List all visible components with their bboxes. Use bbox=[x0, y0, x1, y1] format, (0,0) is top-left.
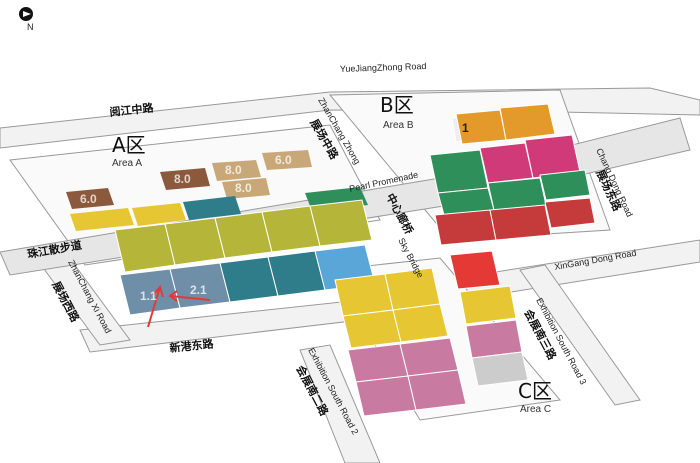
arrow-1 bbox=[147, 286, 161, 328]
hall-a-olive-1 bbox=[114, 223, 176, 273]
road-exh2 bbox=[299, 344, 381, 463]
hall-b-red-3 bbox=[544, 197, 596, 229]
hall-strip-yellow-1 bbox=[70, 208, 134, 231]
hall-6-0 bbox=[66, 188, 114, 209]
arrow-2 bbox=[169, 295, 211, 301]
area-a-title: A区 bbox=[112, 133, 146, 157]
hall-label-6-0-b: 6.0 bbox=[275, 153, 292, 167]
hall-label-6-0: 6.0 bbox=[80, 192, 97, 206]
hall-b-green-4 bbox=[539, 169, 591, 201]
road-bottom-a bbox=[79, 299, 361, 353]
hall-c-yellow-4 bbox=[392, 303, 449, 343]
hall-b-green-1 bbox=[429, 149, 489, 194]
area-a-subtitle: Area A bbox=[112, 158, 142, 169]
hall-strip-teal bbox=[183, 196, 241, 220]
area-b-halls bbox=[429, 103, 596, 246]
hall-b-red-2 bbox=[489, 204, 552, 241]
hall-c-grey bbox=[471, 351, 529, 387]
hall-label-1-1: 1.1 bbox=[140, 289, 157, 303]
area-c-subtitle: Area C bbox=[520, 404, 551, 415]
area-c-title: C区 bbox=[518, 379, 552, 403]
hall-label-8-0-c: 8.0 bbox=[235, 181, 252, 195]
hall-c-yellow-1 bbox=[334, 273, 394, 317]
arrow-1-head bbox=[152, 284, 164, 298]
hall-8-0-a bbox=[160, 168, 210, 190]
hall-b-red-1 bbox=[434, 209, 497, 246]
compass-needle-icon bbox=[23, 11, 31, 17]
hall-c-pink-2 bbox=[399, 337, 459, 377]
hall-a-olive-5 bbox=[309, 199, 373, 247]
hall-c-pink-1 bbox=[347, 343, 409, 383]
hall-c-yellow-2 bbox=[384, 267, 441, 311]
area-b-title: B区 bbox=[380, 93, 414, 117]
hall-c-red bbox=[449, 250, 501, 290]
pointer-arrows bbox=[147, 284, 211, 328]
hall-c-pink-5 bbox=[465, 319, 523, 359]
yuejiang-road-label: YueJiangZhong Road bbox=[340, 61, 427, 74]
hall-label-2-1: 2.1 bbox=[190, 283, 207, 297]
hall-strip-yellow-2 bbox=[132, 203, 186, 226]
hall-c-pink-4 bbox=[407, 369, 467, 411]
hall-label-b-1: 1 bbox=[462, 121, 469, 135]
hall-label-8-0-a: 8.0 bbox=[174, 172, 191, 186]
hall-8-0-c bbox=[222, 178, 270, 199]
hall-a-olive-2 bbox=[164, 217, 226, 266]
compass: N bbox=[19, 7, 34, 32]
road-exh3 bbox=[519, 264, 641, 406]
yuejiang-road-cn: 阅江中路 bbox=[109, 100, 155, 119]
hall-b-magenta-1 bbox=[479, 142, 534, 184]
hall-8-0-b bbox=[212, 160, 261, 181]
hall-c-yellow-3 bbox=[342, 309, 402, 349]
hall-c-yellow-5 bbox=[459, 285, 517, 325]
hall-b-orange-2 bbox=[499, 103, 556, 141]
hall-6-0-b bbox=[262, 150, 312, 170]
compass-label: N bbox=[27, 22, 34, 32]
area-b-subtitle: Area B bbox=[383, 120, 414, 131]
area-c-halls bbox=[334, 250, 529, 417]
xingang-dong-cn: 新港东路 bbox=[169, 336, 215, 355]
arrow-2-head bbox=[168, 290, 178, 302]
hall-c-pink-3 bbox=[355, 375, 417, 417]
hall-label-8-0-b: 8.0 bbox=[225, 163, 242, 177]
